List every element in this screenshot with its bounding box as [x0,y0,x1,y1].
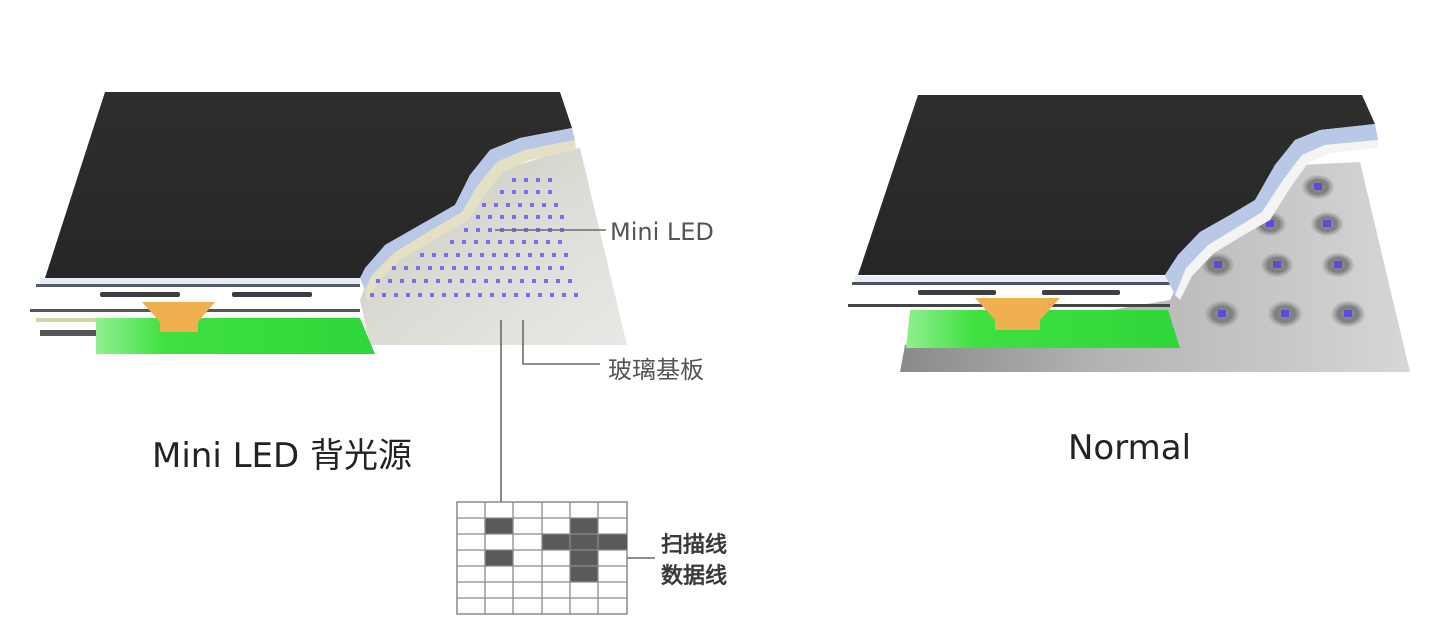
layer-diffuser [855,276,1173,282]
layer-strip [918,290,996,295]
pcb-board [96,318,375,354]
layer-line [852,282,1172,285]
mini-led-callout: Mini LED [610,218,714,246]
layer-strip [100,292,180,297]
scan-line-label: 扫描线 [661,533,728,558]
glass-substrate [360,148,627,345]
glass-substrate-callout: 玻璃基板 [608,356,704,384]
lcd-panel [45,92,572,278]
layer-edge [360,128,575,290]
miniled-backlight-illustration [30,92,655,615]
layer-yellow [36,318,96,322]
lcd-panel [858,95,1375,275]
normal-title: Normal [1068,428,1192,468]
miniled-title: Mini LED 背光源 [152,436,412,476]
layer-diffuser [40,278,360,284]
normal-backlight-illustration [848,95,1410,372]
mini-led-dot-array [370,178,578,297]
led-chip [975,298,1060,330]
layer-strip [232,292,312,297]
led-chip [142,302,215,332]
layer-line [36,284,360,287]
layer-edge [1165,124,1378,295]
layer-dark [40,330,96,336]
layer-strip [1042,290,1120,295]
scan-data-matrix [456,501,628,615]
pcb-board [906,310,1180,348]
callout-lines [495,229,655,559]
data-line-label: 数据线 [661,564,728,589]
